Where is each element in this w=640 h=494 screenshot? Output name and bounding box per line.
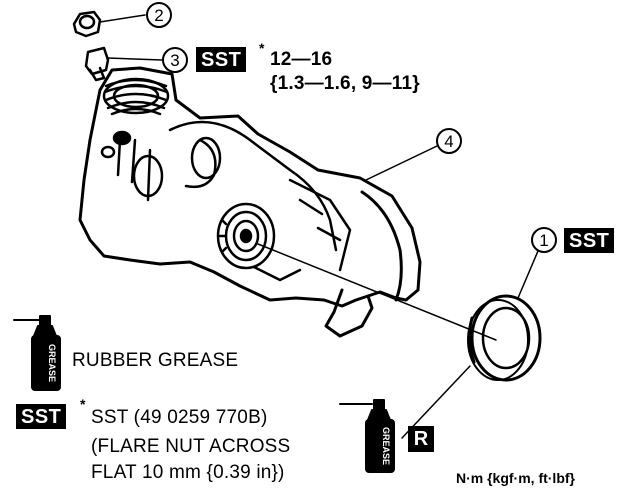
callout-3: 3 [170, 51, 179, 70]
leader-1 [517, 250, 539, 299]
rubber-grease-label: RUBBER GREASE [72, 350, 239, 371]
sst-tag-part3: SST [196, 47, 247, 72]
sst-legend-line2: (FLARE NUT ACROSS [91, 436, 291, 457]
sst-tag-part1: SST [564, 228, 615, 253]
sst-legend-line1: SST (49 0259 770B) [91, 407, 268, 428]
shaft-axis-line [257, 243, 497, 341]
callout-circle-1 [531, 227, 557, 253]
callout-1: 1 [539, 231, 548, 250]
pump-cover [100, 120, 352, 282]
torque-value-alt-units: {1.3—1.6, 9—11} [270, 73, 420, 94]
sst-legend-line3: FLAT 10 mm {0.39 in}) [91, 462, 285, 483]
grease-can-icon-2 [339, 399, 395, 473]
grease-can-label-2: GREASE [381, 427, 391, 465]
oil-seal [467, 294, 542, 382]
asterisk-part3: * [259, 40, 265, 56]
part2-nut [72, 10, 146, 38]
callout-circle-4 [436, 128, 462, 154]
units-label: N·m {kgf·m, ft·lbf} [456, 470, 575, 486]
inlet-fitting [102, 77, 170, 116]
callout-circle-2 [146, 2, 172, 28]
grease-can-icon [13, 315, 61, 391]
leader-4 [365, 145, 438, 181]
part3-bolt [84, 46, 163, 82]
grease-can-label: GREASE [47, 344, 57, 382]
torque-value: 12—16 [270, 49, 333, 70]
callout-circle-3 [162, 47, 188, 73]
asterisk-legend: * [80, 396, 86, 412]
callout-2: 2 [154, 6, 163, 25]
replace-tag: R [408, 426, 434, 452]
sst-legend-tag: SST [16, 404, 67, 429]
mounting-bracket [324, 190, 403, 338]
callout-4: 4 [444, 132, 453, 151]
shaft-hub [216, 202, 276, 270]
